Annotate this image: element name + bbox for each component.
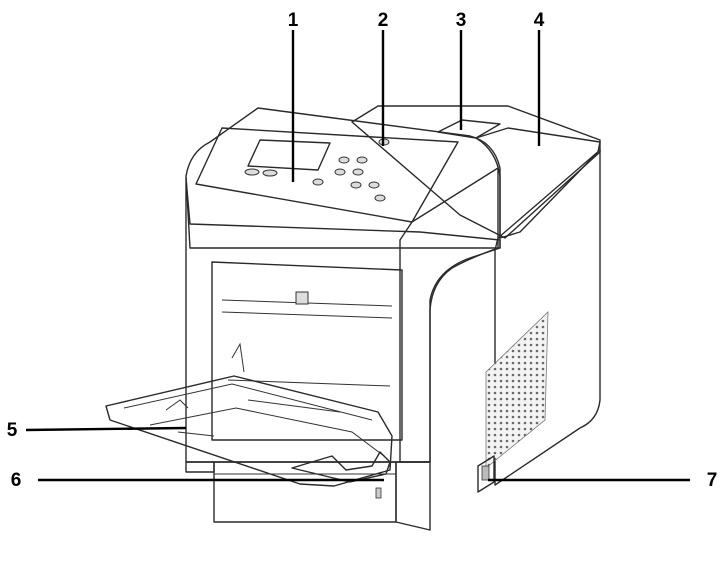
panel-display <box>248 140 330 170</box>
callout-2: 2 <box>378 10 389 31</box>
paper-width-guide <box>292 452 390 482</box>
front-body <box>186 178 500 462</box>
callout-6: 6 <box>11 470 22 491</box>
callout-4: 4 <box>534 10 545 31</box>
callout-numbers: 1 2 3 4 5 6 7 <box>7 10 718 491</box>
callout-7: 7 <box>707 470 718 491</box>
callout-3: 3 <box>456 10 467 31</box>
printer-base <box>186 462 214 472</box>
cassette-lower-right <box>396 462 430 530</box>
leader-lines <box>26 30 690 480</box>
leader-line-5 <box>26 428 186 430</box>
paper-gauge <box>376 488 381 498</box>
callout-5: 5 <box>7 420 18 441</box>
operation-panel <box>196 128 458 222</box>
printer-illustration <box>106 106 600 530</box>
front-cover-edge <box>400 168 498 462</box>
cover-latch <box>296 292 308 304</box>
power-switch <box>482 466 489 480</box>
callout-1: 1 <box>288 10 299 31</box>
